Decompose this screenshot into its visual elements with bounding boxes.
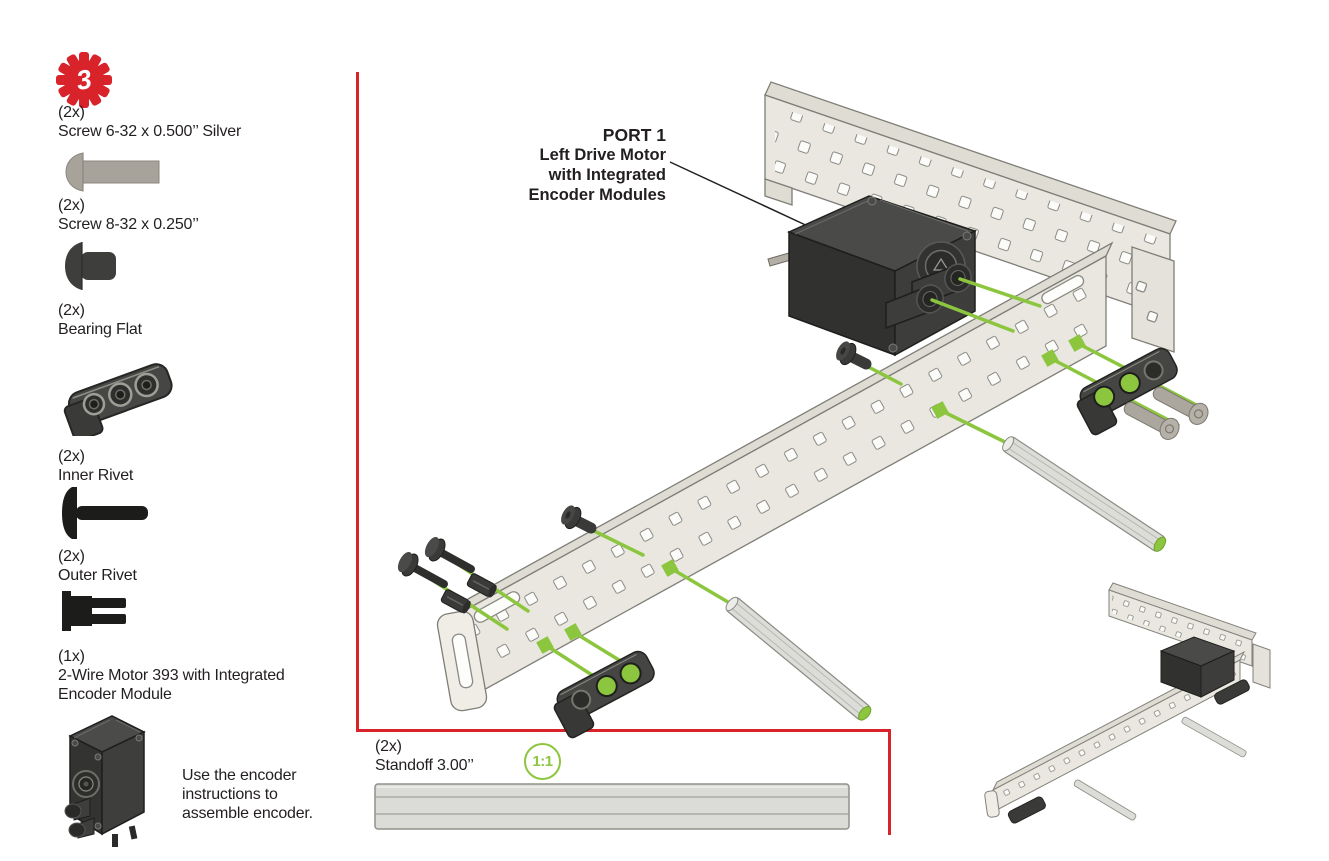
bearing-flat-right <box>1076 347 1178 436</box>
bearing-flat-lower <box>553 650 655 739</box>
part-qty: (2x) <box>58 548 85 565</box>
scale-item-qty: (2x) <box>375 738 402 755</box>
part-qty: (2x) <box>58 302 85 319</box>
port-callout-line: Encoder Modules <box>528 186 666 204</box>
top-c-channel <box>764 81 1177 353</box>
scale-box-top-border <box>356 729 891 732</box>
part-name: Bearing Flat <box>58 321 142 338</box>
port-callout-line: Left Drive Motor <box>539 146 666 164</box>
long-c-channel <box>436 241 1114 712</box>
bearing-flat-icon <box>63 363 173 436</box>
callout-leader-line <box>669 161 813 229</box>
drive-motor <box>767 195 977 357</box>
completed-assembly-preview <box>984 582 1271 824</box>
port-callout: PORT 1 Left Drive Motor with Integrated … <box>460 125 666 205</box>
part-qty: (2x) <box>58 448 85 465</box>
standoff-actual-size-drawing <box>374 783 850 830</box>
port-callout-line: with Integrated <box>548 166 666 184</box>
step-divider-vertical <box>356 72 359 730</box>
cap-screws <box>561 341 872 534</box>
standoff-rod-lower <box>725 596 872 721</box>
scale-item-name: Standoff 3.00’’ <box>375 757 474 774</box>
encoder-note: Use the encoder instructions to assemble… <box>182 767 313 822</box>
standoff-rod-right <box>1002 436 1167 552</box>
motor-393-icon <box>64 715 146 847</box>
port-callout-title: PORT 1 <box>602 125 666 145</box>
part-qty: (2x) <box>58 104 85 121</box>
mounting-screws-silver <box>1123 386 1209 440</box>
inner-outer-rivets <box>397 536 497 614</box>
part-qty: (2x) <box>58 197 85 214</box>
screw-8-32-icon <box>65 242 116 290</box>
inner-rivet-icon <box>62 487 148 539</box>
scale-1-1-badge: 1:1 <box>524 743 561 780</box>
part-name: Screw 8-32 x 0.250’’ <box>58 216 199 233</box>
part-name: Screw 6-32 x 0.500’’ Silver <box>58 123 242 140</box>
step-number: 3 <box>74 64 94 96</box>
scale-box-right-border <box>888 729 891 835</box>
screw-6-32-silver-icon <box>65 152 160 192</box>
part-name: Inner Rivet <box>58 467 134 484</box>
part-name: 2-Wire Motor 393 with Integrated Encoder… <box>58 667 285 703</box>
outer-rivet-icon <box>62 591 126 631</box>
part-name: Outer Rivet <box>58 567 137 584</box>
step-number-gear-icon: 3 <box>56 52 112 108</box>
part-qty: (1x) <box>58 648 85 665</box>
